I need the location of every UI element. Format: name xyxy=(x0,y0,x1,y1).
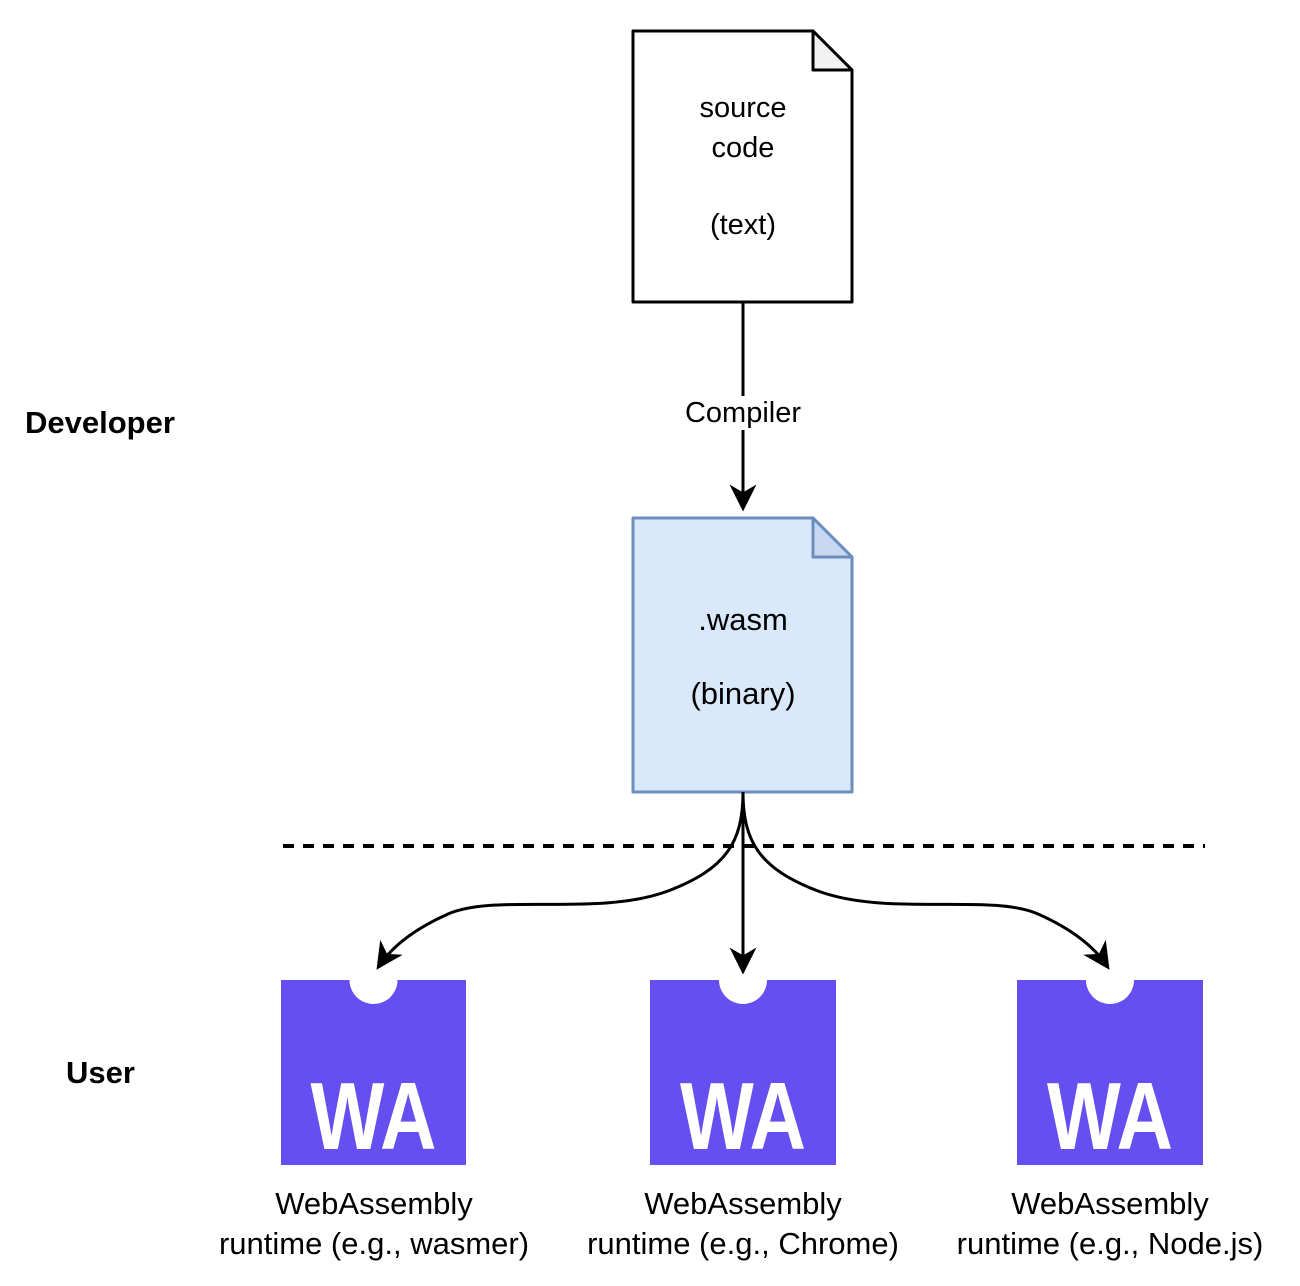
source-code-document-shape xyxy=(631,29,854,304)
branch-arrow-left xyxy=(376,791,745,970)
wa-logo-text: WA xyxy=(680,1063,806,1170)
compiler-arrow-label: Compiler xyxy=(677,396,809,430)
wa-logo-text: WA xyxy=(1047,1063,1173,1170)
source-code-document-fold xyxy=(811,29,854,72)
wa-logo-notch xyxy=(1086,956,1134,1004)
user-label: User xyxy=(66,1055,135,1090)
branch-arrow-right xyxy=(741,791,1110,970)
wa-logo-square xyxy=(650,980,836,1165)
runtime-name: WebAssembly xyxy=(1011,1186,1209,1221)
webassembly-logo-middle: WA xyxy=(650,956,836,1170)
wa-logo-text: WA xyxy=(311,1063,437,1170)
runtime-name: WebAssembly xyxy=(275,1186,473,1221)
wa-logo-notch xyxy=(349,956,398,1004)
wa-logo-square xyxy=(1017,980,1203,1165)
webassembly-logo-right: WA xyxy=(1017,956,1203,1170)
runtime-detail: runtime (e.g., Chrome) xyxy=(587,1226,899,1261)
source-code-document-title: source code xyxy=(633,88,853,168)
runtime-detail: runtime (e.g., wasmer) xyxy=(218,1226,530,1261)
developer-label: Developer xyxy=(25,405,175,440)
wasm-document-subtitle: (binary) xyxy=(690,676,796,711)
runtime-label-nodejs: WebAssembly runtime (e.g., Node.js) xyxy=(890,1184,1300,1264)
runtime-label-wasmer: WebAssembly runtime (e.g., wasmer) xyxy=(154,1184,594,1264)
runtime-name: WebAssembly xyxy=(644,1186,842,1221)
source-code-document-subtitle: (text) xyxy=(709,209,777,241)
runtime-detail: runtime (e.g., Node.js) xyxy=(956,1226,1264,1261)
wasm-document-title: .wasm xyxy=(698,602,788,637)
wasm-document-shape xyxy=(631,516,854,794)
runtime-label-chrome: WebAssembly runtime (e.g., Chrome) xyxy=(523,1184,963,1264)
webassembly-logo-left: WA xyxy=(281,956,466,1170)
source-code-title-text: source code xyxy=(699,92,787,164)
wasm-document-fold xyxy=(811,516,854,559)
wa-logo-square xyxy=(281,980,466,1165)
